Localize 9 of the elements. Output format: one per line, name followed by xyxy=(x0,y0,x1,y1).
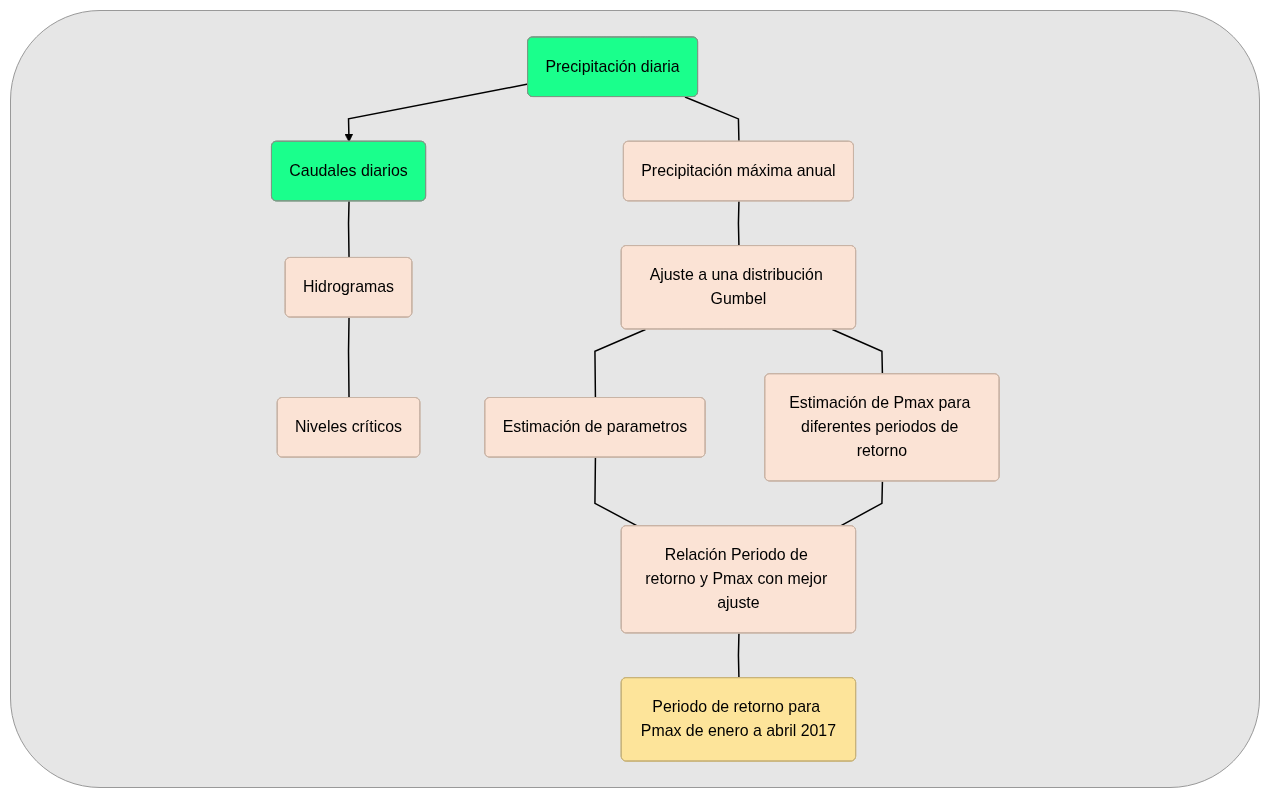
connector xyxy=(831,328,883,375)
connector xyxy=(737,632,740,679)
connector xyxy=(839,480,883,527)
connector xyxy=(347,200,350,259)
connector xyxy=(683,96,740,143)
connector xyxy=(593,328,646,399)
connector xyxy=(347,316,350,399)
connector xyxy=(737,200,740,247)
arrow xyxy=(344,83,529,143)
